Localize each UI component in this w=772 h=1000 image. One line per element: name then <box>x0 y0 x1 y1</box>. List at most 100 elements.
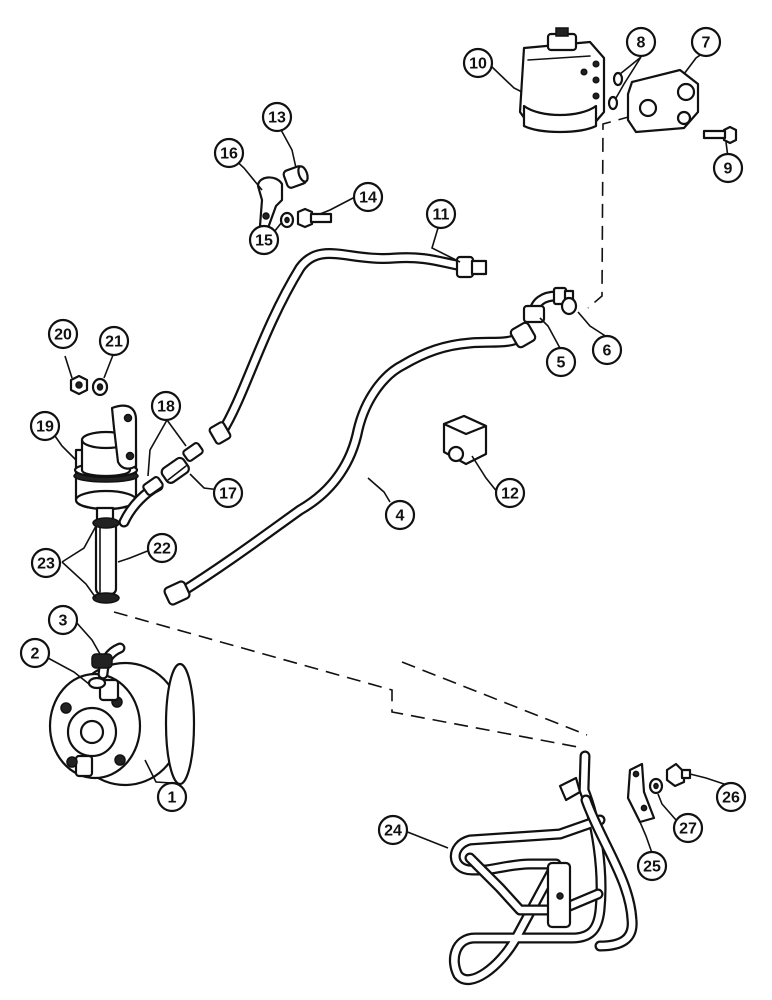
washer-21 <box>91 377 109 397</box>
callout-number: 16 <box>220 146 238 163</box>
callout-circle <box>156 781 188 813</box>
callout-circle <box>19 637 51 669</box>
callout-circle <box>425 198 457 230</box>
bolt-9 <box>702 125 738 145</box>
callout-number: 14 <box>359 190 377 207</box>
callout-number: 12 <box>501 486 519 503</box>
callout-number: 9 <box>724 161 733 178</box>
callout-circle <box>261 101 293 133</box>
callout-circle <box>636 850 668 882</box>
dashed-assembly-lines <box>113 115 633 749</box>
washer-15 <box>279 211 295 229</box>
sleeve-13 <box>282 165 309 189</box>
callout-21: 21 <box>98 325 130 357</box>
washer-27 <box>648 777 664 795</box>
callout-circle <box>29 410 61 442</box>
callout-number: 3 <box>59 613 68 630</box>
hose-clamp-18 <box>142 442 204 496</box>
callout-circle <box>712 152 744 184</box>
nut-20 <box>69 374 89 396</box>
callout-circle <box>690 26 722 58</box>
callout-circle <box>212 477 244 509</box>
callout-19: 19 <box>29 410 61 442</box>
callout-number: 6 <box>603 343 612 360</box>
callout-number: 27 <box>679 821 697 838</box>
callout-number: 18 <box>157 399 175 416</box>
callout-circle <box>150 390 182 422</box>
callout-circle <box>545 346 577 378</box>
callout-18: 18 <box>150 390 182 422</box>
clamp-16 <box>256 176 284 230</box>
callout-3: 3 <box>47 604 79 636</box>
callout-23: 23 <box>30 547 62 579</box>
callout-number: 20 <box>54 327 72 344</box>
callout-circle <box>591 334 623 366</box>
callout-number: 13 <box>268 110 286 127</box>
callout-number: 2 <box>31 646 40 663</box>
callout-circle <box>248 224 280 256</box>
callout-number: 23 <box>37 556 55 573</box>
clamp-23 <box>92 517 120 604</box>
callout-number: 10 <box>469 56 487 73</box>
callout-24: 24 <box>377 814 409 846</box>
callout-12: 12 <box>494 477 526 509</box>
callout-6: 6 <box>591 334 623 366</box>
callout-circle <box>494 477 526 509</box>
callout-number: 15 <box>255 233 273 250</box>
bracket-25 <box>626 762 656 824</box>
callout-17: 17 <box>212 477 244 509</box>
callout-7: 7 <box>690 26 722 58</box>
callout-9: 9 <box>712 152 744 184</box>
pressure-tube-11 <box>208 248 488 445</box>
pump-1 <box>48 661 196 787</box>
callout-number: 22 <box>153 541 171 558</box>
bolt-26 <box>665 762 692 788</box>
callout-number: 8 <box>637 35 646 52</box>
callout-circle <box>47 604 79 636</box>
callout-number: 5 <box>557 355 566 372</box>
o-ring-8 <box>607 71 624 111</box>
block-12 <box>442 414 488 466</box>
steering-valve-10 <box>518 27 606 134</box>
callout-circle <box>625 26 657 58</box>
elbow-fitting-3 <box>91 642 126 680</box>
callout-number: 25 <box>643 859 661 876</box>
callout-circle <box>213 137 245 169</box>
callout-number: 19 <box>36 419 54 436</box>
outlet-tube-22 <box>94 518 118 596</box>
callout-26: 26 <box>715 781 747 813</box>
callout-10: 10 <box>462 47 494 79</box>
callout-1: 1 <box>156 781 188 813</box>
callout-circle <box>98 325 130 357</box>
o-ring-6 <box>560 296 578 316</box>
callout-11: 11 <box>425 198 457 230</box>
o-ring-2 <box>87 676 107 690</box>
callout-circle <box>672 812 704 844</box>
callout-14: 14 <box>352 181 384 213</box>
callout-circle <box>715 781 747 813</box>
callout-20: 20 <box>47 318 79 350</box>
callout-circle <box>47 318 79 350</box>
callout-5: 5 <box>545 346 577 378</box>
callout-number: 4 <box>396 508 405 525</box>
callout-number: 21 <box>105 334 123 351</box>
callout-number: 17 <box>219 486 237 503</box>
return-tube-4 <box>163 321 537 606</box>
callout-number: 7 <box>702 35 711 52</box>
callout-15: 15 <box>248 224 280 256</box>
reservoir-19 <box>73 404 139 522</box>
callout-22: 22 <box>146 532 178 564</box>
callout-circle <box>352 181 384 213</box>
callout-circle <box>462 47 494 79</box>
callout-25: 25 <box>636 850 668 882</box>
callout-8: 8 <box>625 26 657 58</box>
callout-circle <box>377 814 409 846</box>
callout-13: 13 <box>261 101 293 133</box>
callout-number: 11 <box>433 207 450 224</box>
callout-27: 27 <box>672 812 704 844</box>
callout-number: 1 <box>168 790 177 807</box>
callout-number: 24 <box>384 823 402 840</box>
callout-number: 26 <box>722 790 740 807</box>
callout-16: 16 <box>213 137 245 169</box>
